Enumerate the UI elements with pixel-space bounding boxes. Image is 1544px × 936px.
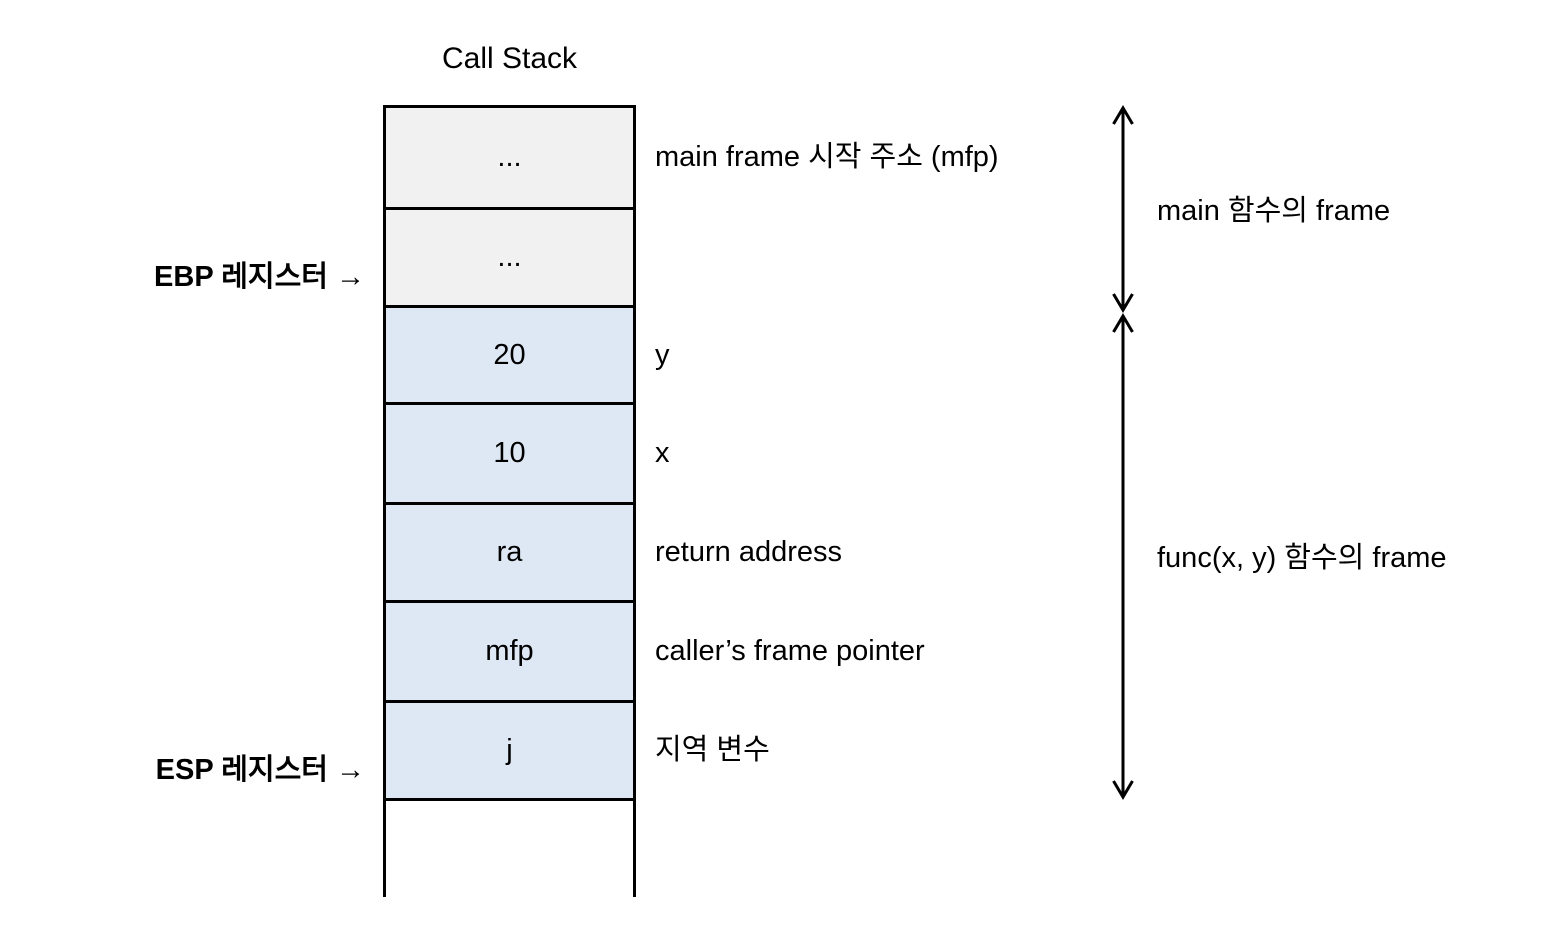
stack-cell-4: ra	[386, 505, 633, 603]
stack-cell-3: 10	[386, 405, 633, 505]
stack-cell-label: caller’s frame pointer	[655, 635, 925, 667]
stack-cell-label: x	[655, 437, 670, 469]
stack-open-bottom	[386, 801, 633, 897]
func-frame-label: func(x, y) 함수의 frame	[1157, 542, 1447, 574]
stack-cell-value: mfp	[485, 635, 534, 667]
stack-cell-value: 10	[493, 437, 526, 469]
stack-cell-value: 20	[493, 338, 526, 371]
stack-cell-value: ra	[496, 536, 523, 568]
esp-register-pointer: ESP 레지스터 →	[155, 754, 365, 786]
stack-cell-label: 지역 변수	[655, 734, 770, 766]
diagram-title: Call Stack	[441, 42, 578, 75]
stack-cell-label: return address	[655, 536, 842, 568]
stack-cell-6: j	[386, 703, 633, 801]
main-frame-extent-arrow	[1112, 105, 1134, 313]
stack-cell-1: ...	[386, 210, 633, 308]
stack-cell-5: mfp	[386, 603, 633, 703]
main-frame-label: main 함수의 frame	[1157, 195, 1391, 227]
stack-cell-value: ...	[497, 241, 522, 273]
func-frame-extent-arrow	[1112, 313, 1134, 800]
frame-extent-arrows	[1112, 105, 1134, 800]
stack-cell-value: j	[506, 734, 513, 766]
call-stack-column: ...... 20 10 ra mfp j	[383, 105, 636, 897]
stack-cell-label: y	[655, 339, 670, 371]
stack-cell-0: ...	[386, 108, 633, 210]
ebp-register-pointer: EBP 레지스터 →	[154, 261, 365, 293]
stack-cell-label: main frame 시작 주소 (mfp)	[655, 141, 999, 173]
stack-cell-2: 20	[386, 308, 633, 405]
stack-cell-value: ...	[497, 141, 522, 173]
